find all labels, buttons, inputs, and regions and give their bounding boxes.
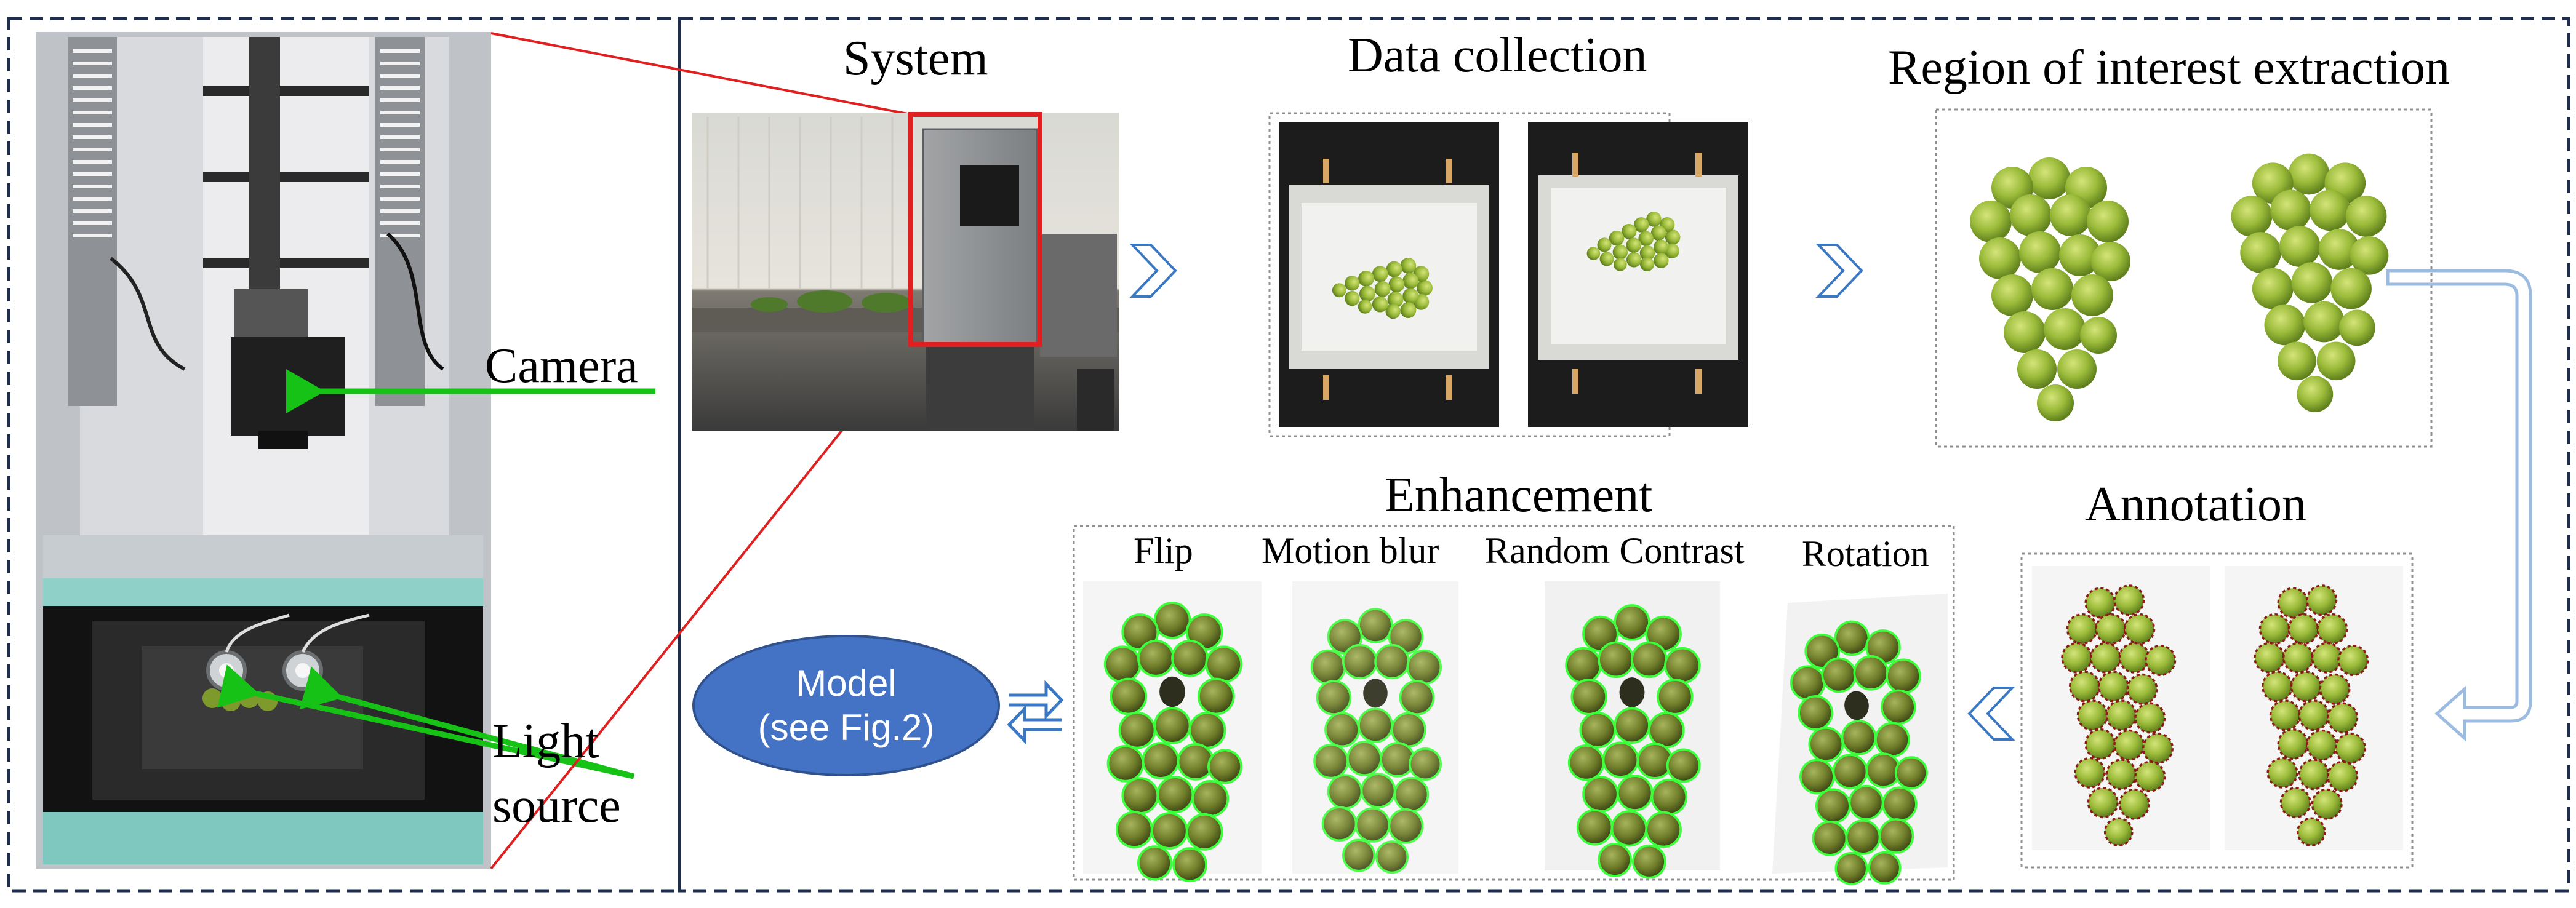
enhancement-random-contrast bbox=[1545, 581, 1720, 879]
roi-crop-2 bbox=[2212, 122, 2406, 429]
flip-label: Flip bbox=[1134, 530, 1193, 571]
enhancement-title: Enhancement bbox=[1385, 468, 1653, 522]
enhancement-rotation bbox=[1772, 594, 1948, 890]
model-reference: (see Fig.2) bbox=[758, 707, 935, 748]
system-highlight-box bbox=[908, 112, 1042, 347]
double-arrow-icon bbox=[1007, 680, 1064, 745]
light-pointer-arrow-2 bbox=[300, 666, 635, 779]
roi-title: Region of interest extraction bbox=[1888, 41, 2450, 95]
annotation-frame bbox=[2020, 552, 2414, 869]
down-turn-arrow-icon bbox=[2386, 269, 2532, 742]
model-title: Model bbox=[796, 663, 897, 704]
zoom-line-top bbox=[490, 32, 911, 116]
model-node: Model (see Fig.2) bbox=[692, 635, 1000, 776]
random-contrast-label: Random Contrast bbox=[1485, 530, 1745, 571]
camera-body bbox=[231, 337, 345, 436]
pipeline-frame bbox=[678, 17, 2570, 893]
capture-photo-2 bbox=[1528, 122, 1748, 427]
annotation-image-1 bbox=[2032, 566, 2210, 850]
chevron-right-icon bbox=[1815, 244, 1863, 298]
light-source-label-line2: source bbox=[492, 779, 621, 833]
left-photo-frame bbox=[7, 17, 681, 893]
camera-label: Camera bbox=[485, 339, 638, 393]
chevron-left-icon bbox=[1967, 687, 2015, 741]
rotation-label: Rotation bbox=[1802, 533, 1929, 574]
enhancement-motion-blur bbox=[1292, 581, 1458, 874]
system-title: System bbox=[843, 31, 988, 86]
annotation-title: Annotation bbox=[2085, 477, 2306, 532]
capture-photo-1 bbox=[1279, 122, 1499, 427]
data-collection-title: Data collection bbox=[1348, 28, 1647, 82]
roi-crop-1 bbox=[1951, 122, 2148, 429]
system-photo bbox=[692, 112, 1119, 431]
chevron-right-icon bbox=[1129, 244, 1177, 298]
motion-blur-label: Motion blur bbox=[1262, 530, 1439, 571]
enhancement-flip bbox=[1083, 581, 1262, 883]
annotation-image-2 bbox=[2225, 566, 2403, 850]
apparatus-photo bbox=[36, 32, 491, 869]
enhancement-frame bbox=[1073, 525, 1955, 881]
zoom-line-bottom bbox=[490, 343, 912, 870]
roi-frame bbox=[1935, 108, 2433, 448]
light-source-label-line1: Light bbox=[492, 714, 599, 768]
